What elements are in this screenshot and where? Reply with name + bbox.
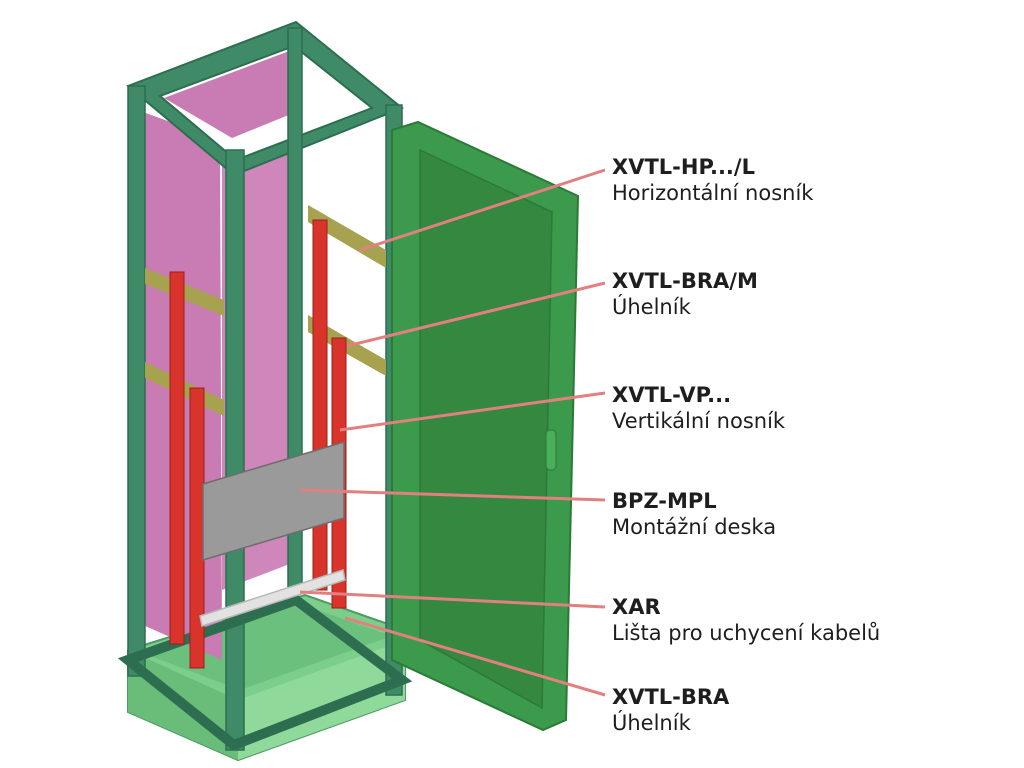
callout-code: XVTL-BRA/M	[612, 268, 1012, 294]
callout-code: XVTL-HP.../L	[612, 154, 1012, 180]
callout-name: Lišta pro uchycení kabelů	[612, 620, 1012, 646]
callout-name: Vertikální nosník	[612, 408, 1012, 434]
callout-name: Úhelník	[612, 294, 1012, 320]
callout-code: XAR	[612, 594, 1012, 620]
callout-xar: XAR Lišta pro uchycení kabelů	[612, 594, 1012, 646]
callout-code: XVTL-BRA	[612, 684, 1012, 710]
callout-bpz-mpl: BPZ-MPL Montážní deska	[612, 488, 1012, 540]
callout-name: Úhelník	[612, 710, 1012, 736]
callout-name: Horizontální nosník	[612, 180, 1012, 206]
callout-xvtl-bra: XVTL-BRA Úhelník	[612, 684, 1012, 736]
callout-code: XVTL-VP...	[612, 382, 1012, 408]
callout-xvtl-bra-m: XVTL-BRA/M Úhelník	[612, 268, 1012, 320]
callout-xvtl-hp: XVTL-HP.../L Horizontální nosník	[612, 154, 1012, 206]
callout-name: Montážní deska	[612, 514, 1012, 540]
callout-xvtl-vp: XVTL-VP... Vertikální nosník	[612, 382, 1012, 434]
callout-code: BPZ-MPL	[612, 488, 1012, 514]
